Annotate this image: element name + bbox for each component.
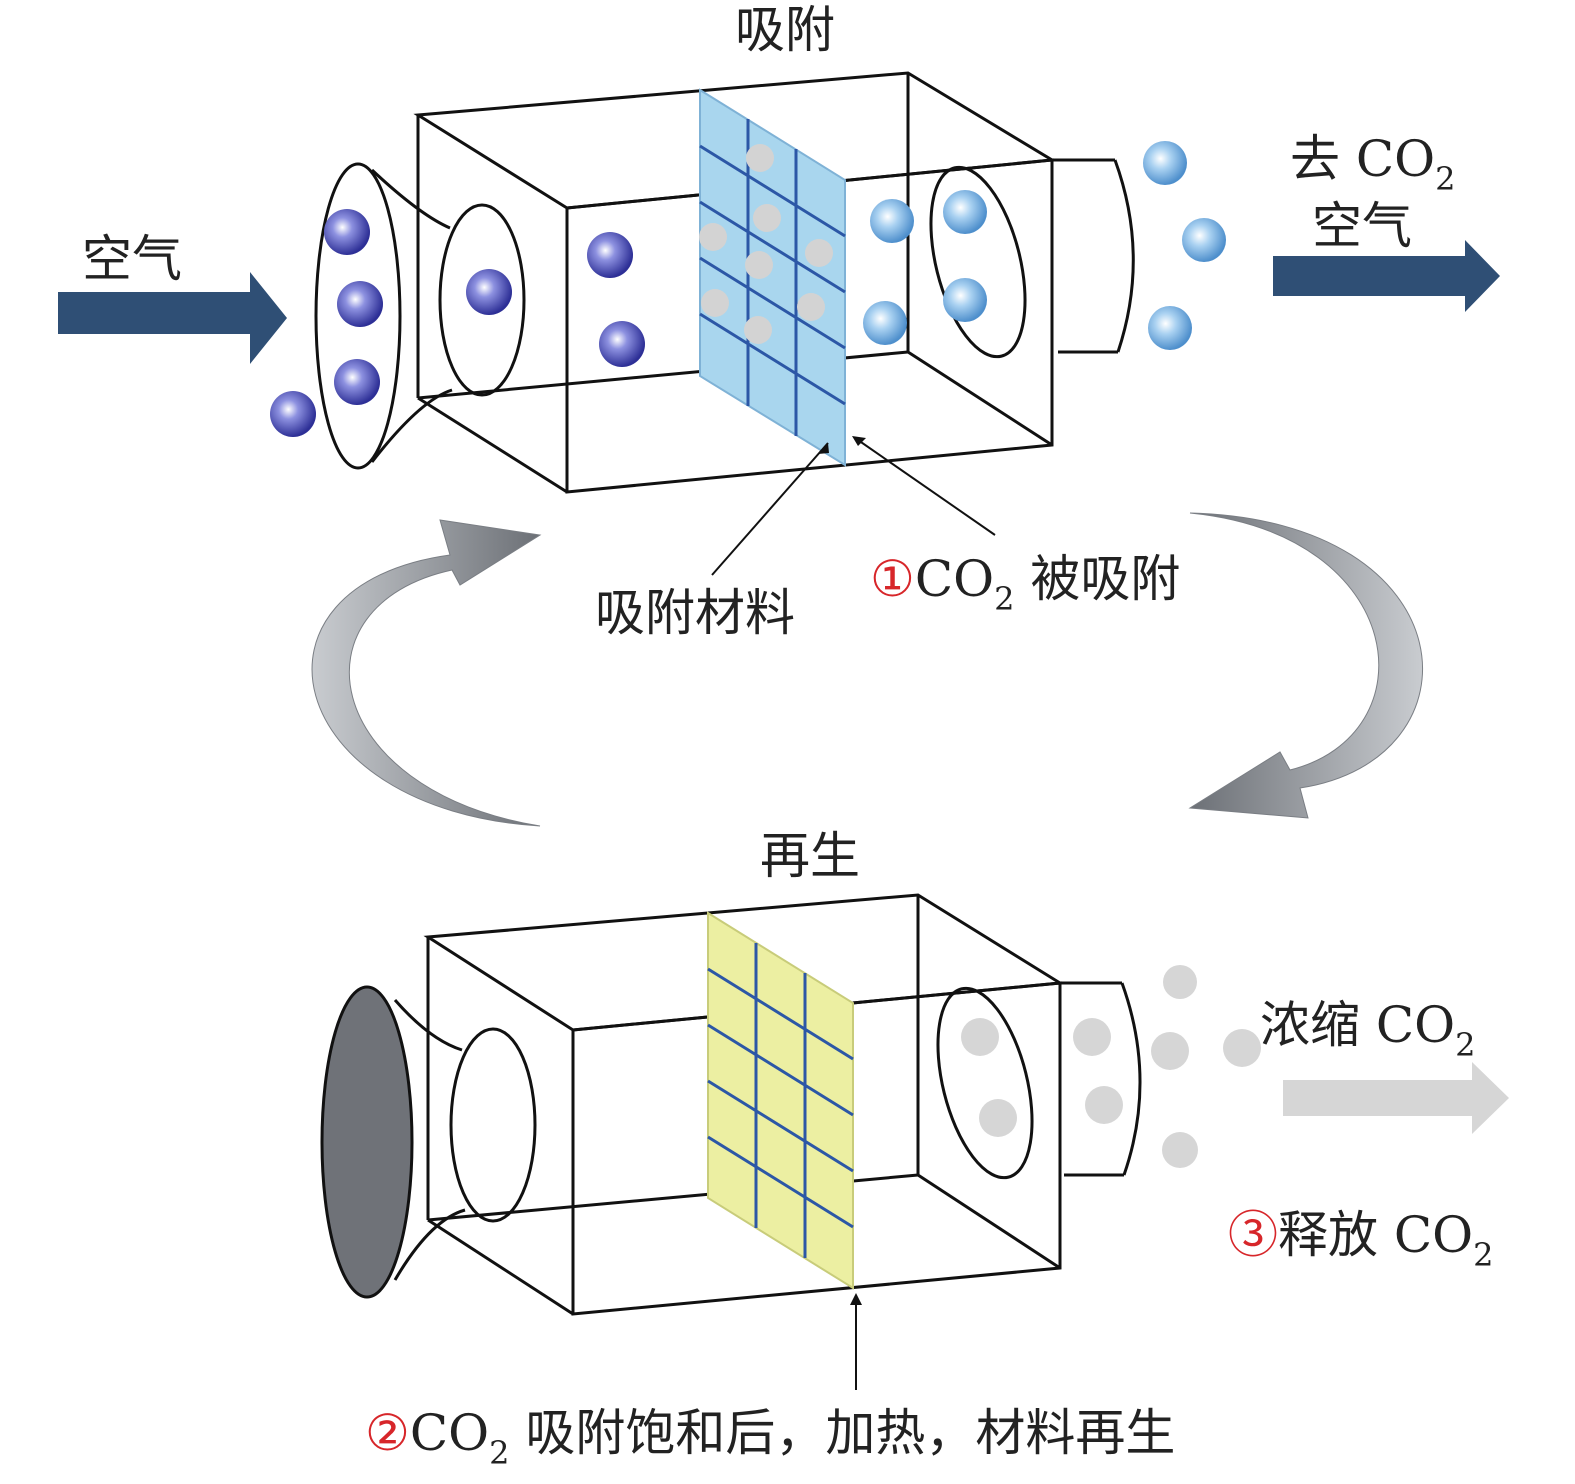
concentrated-co2-label: 浓缩 CO2	[1260, 996, 1476, 1064]
clean-air-label-line2: 空气	[1312, 197, 1412, 255]
step1-label: ①CO2 被吸附	[870, 550, 1180, 618]
adsorbent-panel	[699, 88, 846, 467]
step3-label: ③释放 CO2	[1228, 1206, 1494, 1274]
step2-label: ②CO2 吸附饱和后，加热，材料再生	[365, 1404, 1175, 1472]
regeneration-unit: 再生	[320, 827, 1509, 1472]
saturated-adsorbent-panel	[707, 911, 854, 1290]
outlet-cylinder	[929, 158, 1135, 359]
closed-inlet-funnel	[320, 985, 537, 1299]
clean-air-outlet-arrow	[1273, 240, 1500, 312]
regeneration-title: 再生	[760, 827, 860, 885]
clean-air-molecules	[863, 141, 1226, 350]
regen-outlet-cylinder	[936, 981, 1142, 1180]
air-inlet-arrow	[58, 272, 287, 364]
released-co2-molecules	[961, 965, 1261, 1168]
material-label: 吸附材料	[595, 584, 795, 642]
material-pointer-line	[711, 442, 829, 576]
concentrated-co2-arrow	[1283, 1062, 1509, 1134]
adsorbed-pointer-line	[857, 439, 996, 536]
adsorbed-pointer-head	[852, 436, 866, 446]
air-inlet-label: 空气	[82, 230, 182, 288]
material-pointer-head	[818, 443, 829, 454]
adsorption-title: 吸附	[735, 1, 835, 59]
co2-molecules-inlet	[270, 209, 645, 437]
regeneration-chamber	[423, 893, 1065, 1316]
heating-pointer-head	[850, 1293, 862, 1305]
adsorption-unit: 吸附 空气	[58, 1, 1500, 642]
cycle-arrow-right	[1188, 512, 1423, 819]
clean-air-label-line1: 去 CO2	[1290, 130, 1456, 198]
cycle-arrow-left	[311, 519, 542, 827]
